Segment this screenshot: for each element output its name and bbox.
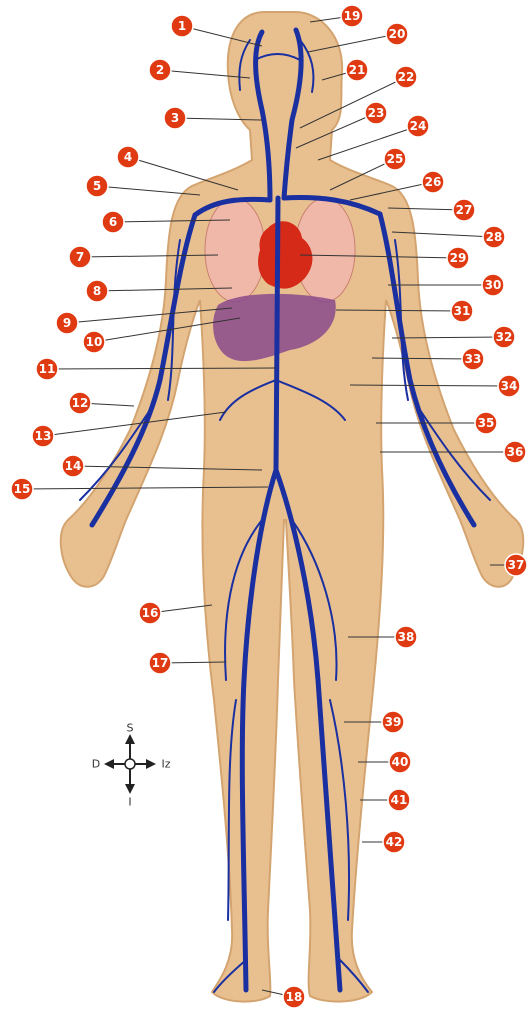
compass-rose: S I D Iz [92, 722, 171, 809]
label-marker: 42 [383, 831, 405, 853]
label-marker-number: 3 [171, 111, 179, 125]
vena-cava [276, 198, 278, 470]
label-marker-number: 25 [387, 152, 404, 166]
label-marker-number: 31 [454, 304, 471, 318]
label-marker: 33 [462, 348, 484, 370]
label-marker: 37 [505, 554, 527, 576]
label-marker: 39 [382, 711, 404, 733]
label-marker: 36 [504, 441, 526, 463]
label-marker: 6 [102, 211, 124, 233]
label-marker: 20 [386, 23, 408, 45]
label-marker: 24 [407, 115, 429, 137]
label-marker: 3 [164, 107, 186, 129]
label-marker-number: 4 [124, 150, 132, 164]
label-marker-number: 41 [391, 793, 408, 807]
left-lung [205, 198, 265, 302]
compass-center [125, 759, 135, 769]
label-marker: 26 [422, 171, 444, 193]
label-marker-number: 11 [39, 362, 56, 376]
label-marker-number: 19 [344, 9, 361, 23]
label-marker-number: 35 [478, 416, 495, 430]
label-marker-number: 20 [389, 27, 406, 41]
label-marker: 10 [83, 331, 105, 353]
label-marker-number: 38 [398, 630, 415, 644]
compass-north-arrow [125, 734, 135, 744]
label-marker-number: 23 [368, 106, 385, 120]
label-marker: 5 [86, 175, 108, 197]
label-marker-number: 40 [392, 755, 409, 769]
label-marker: 7 [69, 246, 91, 268]
label-marker-number: 10 [86, 335, 103, 349]
label-marker: 11 [36, 358, 58, 380]
label-marker-number: 15 [14, 482, 31, 496]
compass-south-arrow [125, 784, 135, 794]
label-marker: 38 [395, 626, 417, 648]
label-marker-number: 7 [76, 250, 84, 264]
label-marker: 9 [56, 312, 78, 334]
label-marker: 4 [117, 146, 139, 168]
label-marker-number: 6 [109, 215, 117, 229]
label-marker-number: 28 [486, 230, 503, 244]
compass-east-arrow [146, 759, 156, 769]
label-marker-number: 21 [349, 63, 366, 77]
compass-label-right: Iz [161, 758, 170, 771]
label-marker-number: 18 [286, 990, 303, 1004]
label-marker-number: 5 [93, 179, 101, 193]
compass-west-arrow [104, 759, 114, 769]
label-marker-number: 42 [386, 835, 403, 849]
label-marker: 30 [482, 274, 504, 296]
label-marker-number: 12 [72, 396, 89, 410]
label-marker: 12 [69, 392, 91, 414]
label-marker-number: 14 [65, 459, 82, 473]
label-marker: 23 [365, 102, 387, 124]
label-marker-number: 9 [63, 316, 71, 330]
label-marker-number: 34 [501, 379, 518, 393]
leader-line [372, 358, 473, 359]
label-marker-number: 8 [93, 284, 101, 298]
label-marker: 35 [475, 412, 497, 434]
label-marker: 19 [341, 5, 363, 27]
label-marker: 27 [453, 199, 475, 221]
label-marker: 13 [32, 425, 54, 447]
label-marker-number: 24 [410, 119, 427, 133]
label-marker: 15 [11, 478, 33, 500]
label-marker: 14 [62, 455, 84, 477]
compass-label-bottom: I [128, 796, 131, 809]
label-marker: 8 [86, 280, 108, 302]
label-marker: 17 [149, 652, 171, 674]
label-marker-number: 26 [425, 175, 442, 189]
label-marker-number: 16 [142, 606, 159, 620]
label-marker: 40 [389, 751, 411, 773]
label-marker: 22 [395, 66, 417, 88]
label-marker: 31 [451, 300, 473, 322]
label-marker: 32 [493, 326, 515, 348]
label-marker: 34 [498, 375, 520, 397]
label-marker-number: 39 [385, 715, 402, 729]
label-marker: 16 [139, 602, 161, 624]
label-marker-number: 22 [398, 70, 415, 84]
label-marker: 21 [346, 59, 368, 81]
label-marker-number: 29 [450, 251, 467, 265]
label-marker-number: 2 [156, 63, 164, 77]
label-marker: 25 [384, 148, 406, 170]
label-marker: 2 [149, 59, 171, 81]
label-marker-number: 27 [456, 203, 473, 217]
compass-label-top: S [127, 722, 134, 735]
label-marker: 41 [388, 789, 410, 811]
label-marker: 1 [171, 15, 193, 37]
label-marker-number: 33 [465, 352, 482, 366]
label-marker-number: 1 [178, 19, 186, 33]
label-marker: 29 [447, 247, 469, 269]
label-marker-number: 36 [507, 445, 524, 459]
label-marker-number: 17 [152, 656, 169, 670]
label-marker: 18 [283, 986, 305, 1008]
label-marker-number: 13 [35, 429, 52, 443]
label-marker: 28 [483, 226, 505, 248]
label-marker-number: 32 [496, 330, 513, 344]
label-marker-number: 30 [485, 278, 502, 292]
compass-label-left: D [92, 758, 100, 771]
label-marker-number: 37 [508, 558, 525, 572]
